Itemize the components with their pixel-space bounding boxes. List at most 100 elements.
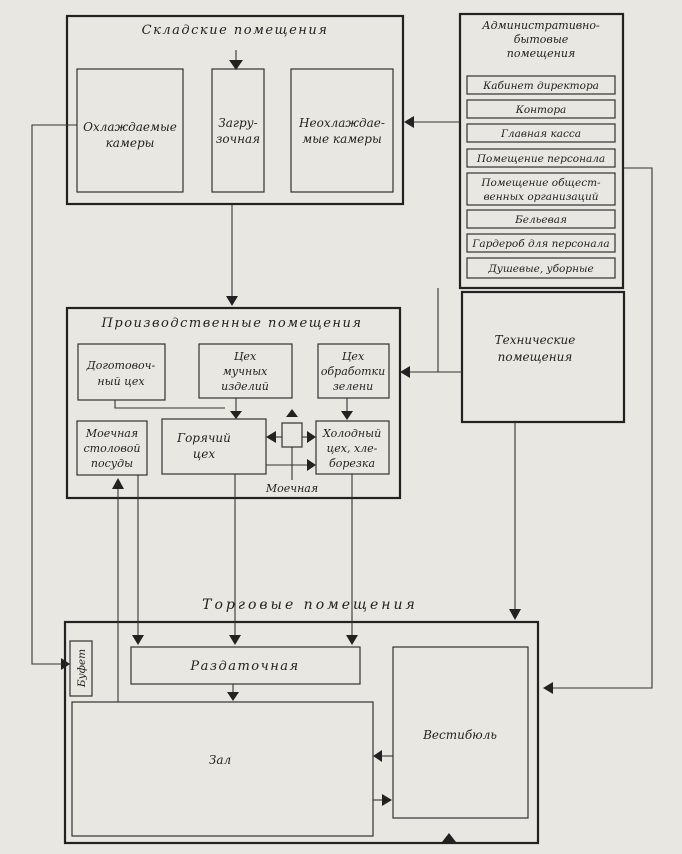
storage-title: Складские помещения [142,23,329,38]
arrow-down-icon [132,635,144,645]
connectors [31,50,653,801]
prep-shop-box [77,343,166,401]
arrow-down-icon [227,692,239,701]
arrow-down-icon [230,411,242,419]
arrowheads [61,60,553,842]
trade-frame [63,620,540,845]
vestibule-label: Вестибюль [422,728,497,742]
admin-title-2: бытовые [514,33,569,46]
technical-title-2: помещения [498,350,573,364]
arrow-up-icon [442,833,456,842]
cooled-chambers-label-2: камеры [106,136,155,150]
connector-line [408,288,439,373]
greens-shop-label-1: Цех [342,350,365,363]
arrow-left-icon [373,750,382,762]
production-frame [65,306,402,500]
arrow-down-icon [341,411,353,420]
technical-frame [460,290,626,424]
connector-line [552,167,653,689]
admin-item-box [466,209,616,229]
admin-frame [458,12,625,290]
greens-shop-label-3: зелени [333,380,373,393]
trade-group: Торговые помещения Буфет Раздаточная Зал… [63,597,540,845]
uncooled-chambers-box [290,68,394,193]
storage-frame [65,14,405,206]
admin-item-box [466,99,616,119]
arrow-right-icon [307,431,316,443]
admin-item-box [466,233,616,253]
dishwash-box [76,420,148,476]
admin-item-public-orgs-2: венных организаций [483,191,598,203]
serving-room-box [130,646,361,685]
admin-item-director-office: Кабинет директора [482,80,599,92]
admin-item-box [466,75,616,95]
dishwash-label-2: столовой [84,442,141,455]
hall-box [71,701,374,837]
cold-shop-label-1: Холодный [322,427,381,440]
buffet-label: Буфет [76,649,88,688]
arrow-left-icon [404,116,414,128]
uncooled-chambers-label-1: Неохлаждае- [298,116,385,130]
admin-item-public-orgs-1: Помещение общест- [480,177,601,189]
admin-item-box [466,257,616,279]
loading-room-label-2: зочная [216,132,260,146]
admin-item-staff-room: Помещение персонала [476,153,605,165]
arrow-right-icon [382,794,392,806]
arrow-down-icon [226,296,238,306]
production-group: Производственные помещения Доготовоч- ны… [65,306,402,500]
storage-group: Складские помещения Охлаждаемые камеры З… [65,14,405,206]
arrow-right-icon [61,658,70,670]
arrow-left-icon [543,682,553,694]
hot-shop-label-2: цех [193,447,215,461]
connector-line [31,124,77,665]
cold-shop-label-2: цех, хле- [327,442,378,455]
admin-item-linen: Бельевая [514,214,567,226]
admin-item-box [466,148,616,168]
loading-room-box [211,68,265,193]
hot-shop-label-1: Горячий [176,431,231,445]
arrow-left-icon [400,366,410,378]
cold-shop-label-3: борезка [329,457,375,470]
greens-shop-label-2: обработки [321,365,385,378]
admin-item-main-cash: Главная касса [500,128,581,140]
dishwash-label-3: посуды [91,457,133,470]
serving-room-label: Раздаточная [189,659,299,674]
admin-title-3: помещения [507,47,575,60]
greens-shop-box [317,343,390,399]
washroom-label: Моечная [265,482,318,495]
production-title: Производственные помещения [101,316,363,331]
cooled-chambers-label-1: Охлаждаемые [83,120,177,134]
arrow-down-icon [346,635,358,645]
admin-group: Административно- бытовые помещения Кабин… [458,12,625,290]
arrow-right-icon [307,459,316,471]
washroom-small-box [281,422,303,448]
trade-title: Торговые помещения [202,597,418,613]
admin-title-1: Административно- [481,19,600,32]
cooled-chambers-box [76,68,184,193]
arrow-up-icon [112,478,124,489]
flour-shop-label-2: мучных [223,365,269,378]
arrow-down-icon [509,609,521,620]
hall-label: Зал [209,753,231,767]
prep-shop-label-1: Доготовоч- [86,359,156,372]
loading-room-label-1: Загру- [218,116,257,130]
buffet-box [69,640,93,697]
flour-shop-label-3: изделий [221,380,269,393]
admin-item-office: Контора [515,104,567,116]
arrow-down-icon [229,635,241,645]
vestibule-box [392,646,529,819]
technical-title-1: Технические [495,333,576,347]
flour-shop-box [198,343,293,399]
prep-shop-label-2: ный цех [97,375,145,388]
admin-item-showers: Душевые, уборные [487,263,594,275]
admin-item-staff-wardrobe: Гардероб для персонала [471,238,609,250]
uncooled-chambers-label-2: мые камеры [302,132,381,146]
connector-line [114,400,225,409]
admin-item-box [466,172,616,206]
admin-item-box [466,123,616,143]
hot-shop-box [161,418,267,475]
technical-group: Технические помещения [460,290,626,424]
arrow-down-icon [229,60,243,70]
